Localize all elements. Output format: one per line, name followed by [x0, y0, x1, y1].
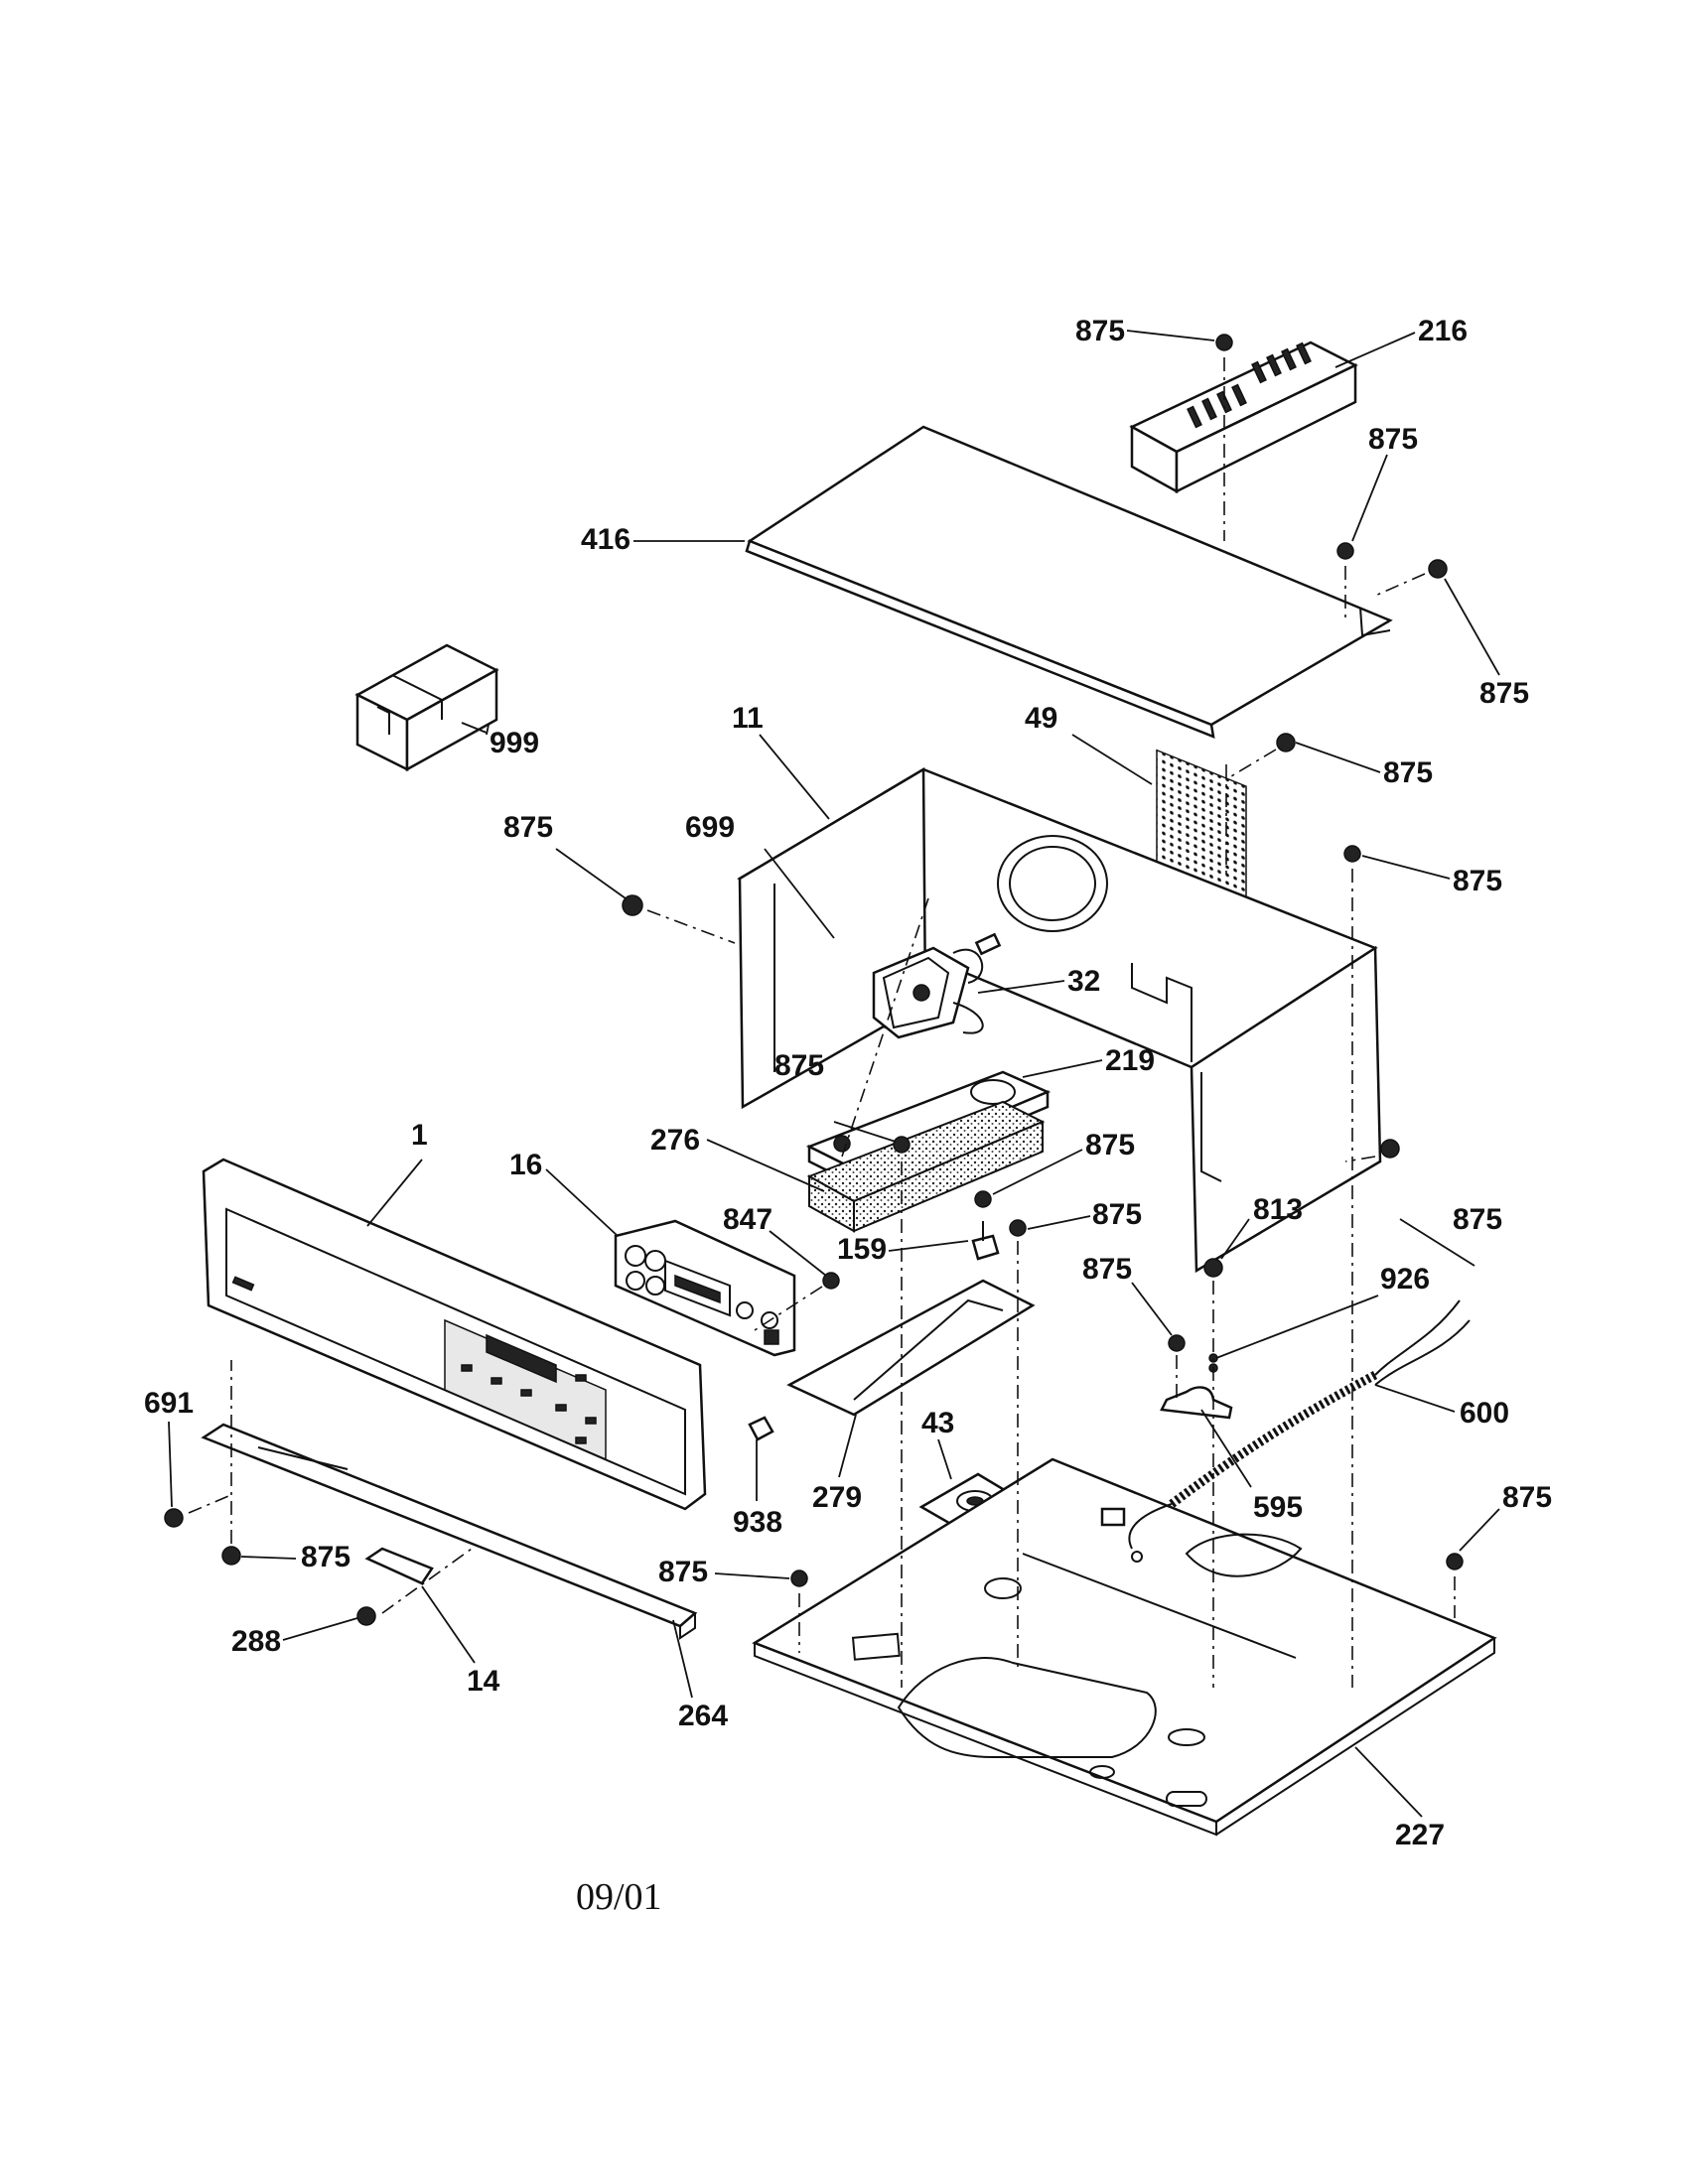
label-595: 595 [1253, 1491, 1303, 1524]
label-875-clamp: 875 [1082, 1253, 1132, 1286]
label-926: 926 [1380, 1263, 1430, 1296]
top-panel-416 [745, 425, 1393, 739]
label-159: 159 [837, 1233, 887, 1266]
label-43: 43 [921, 1407, 954, 1439]
label-1: 1 [411, 1119, 428, 1152]
label-875-right-upper: 875 [1479, 677, 1529, 710]
label-264: 264 [678, 1700, 728, 1732]
wire-harness-600 [1100, 1299, 1471, 1563]
label-875-left: 875 [503, 811, 553, 844]
screws [164, 334, 1464, 1626]
control-panel-1 [202, 1158, 707, 1511]
label-938: 938 [733, 1506, 782, 1539]
fan-motor-32 [872, 932, 1002, 1039]
keypad-area [444, 1318, 607, 1461]
alignment-lines [188, 357, 1456, 1688]
label-875-top: 875 [1075, 315, 1125, 347]
label-813: 813 [1253, 1193, 1303, 1226]
label-600: 600 [1460, 1397, 1509, 1430]
label-875-front-left: 875 [301, 1541, 351, 1573]
label-875-cover: 875 [774, 1049, 824, 1082]
label-691: 691 [144, 1387, 194, 1420]
clip-938 [748, 1416, 774, 1441]
label-875-right-lower: 875 [1453, 1203, 1502, 1236]
label-875-sensor: 875 [1092, 1198, 1142, 1231]
label-32: 32 [1067, 965, 1100, 998]
label-276: 276 [650, 1124, 700, 1157]
label-288: 288 [231, 1625, 281, 1658]
label-416: 416 [581, 523, 631, 556]
label-875-mesh: 875 [1383, 756, 1433, 789]
label-875-base-right: 875 [1502, 1481, 1552, 1514]
label-699: 699 [685, 811, 735, 844]
label-875-top-right: 875 [1368, 423, 1418, 456]
bracket-14 [364, 1547, 434, 1585]
label-16: 16 [509, 1149, 542, 1181]
clamp-595 [1160, 1386, 1233, 1420]
label-875-right-mid: 875 [1453, 865, 1502, 897]
vent-cover-216 [1129, 341, 1358, 494]
chassis-11 [737, 766, 1382, 1274]
leader-lines [168, 330, 1500, 1818]
label-219: 219 [1105, 1044, 1155, 1077]
date-code: 09/01 [576, 1876, 662, 1918]
label-999: 999 [490, 727, 539, 759]
label-875-base-left: 875 [658, 1556, 708, 1588]
label-216: 216 [1418, 315, 1468, 347]
sensor-159 [971, 1221, 1000, 1261]
label-847: 847 [723, 1203, 772, 1236]
label-11: 11 [732, 702, 764, 735]
label-14: 14 [467, 1665, 500, 1698]
base-pan-227 [752, 1457, 1497, 1837]
label-875-board: 875 [1085, 1129, 1135, 1161]
control-board-16 [614, 1219, 796, 1357]
shield-279 [786, 1279, 1036, 1417]
trim-strip-264 [201, 1423, 698, 1640]
carton-999 [354, 643, 499, 772]
part-labels: 875 216 875 416 875 999 11 49 875 875 87… [144, 315, 1552, 1851]
label-49: 49 [1025, 702, 1057, 735]
label-279: 279 [812, 1481, 862, 1514]
label-227: 227 [1395, 1819, 1445, 1851]
